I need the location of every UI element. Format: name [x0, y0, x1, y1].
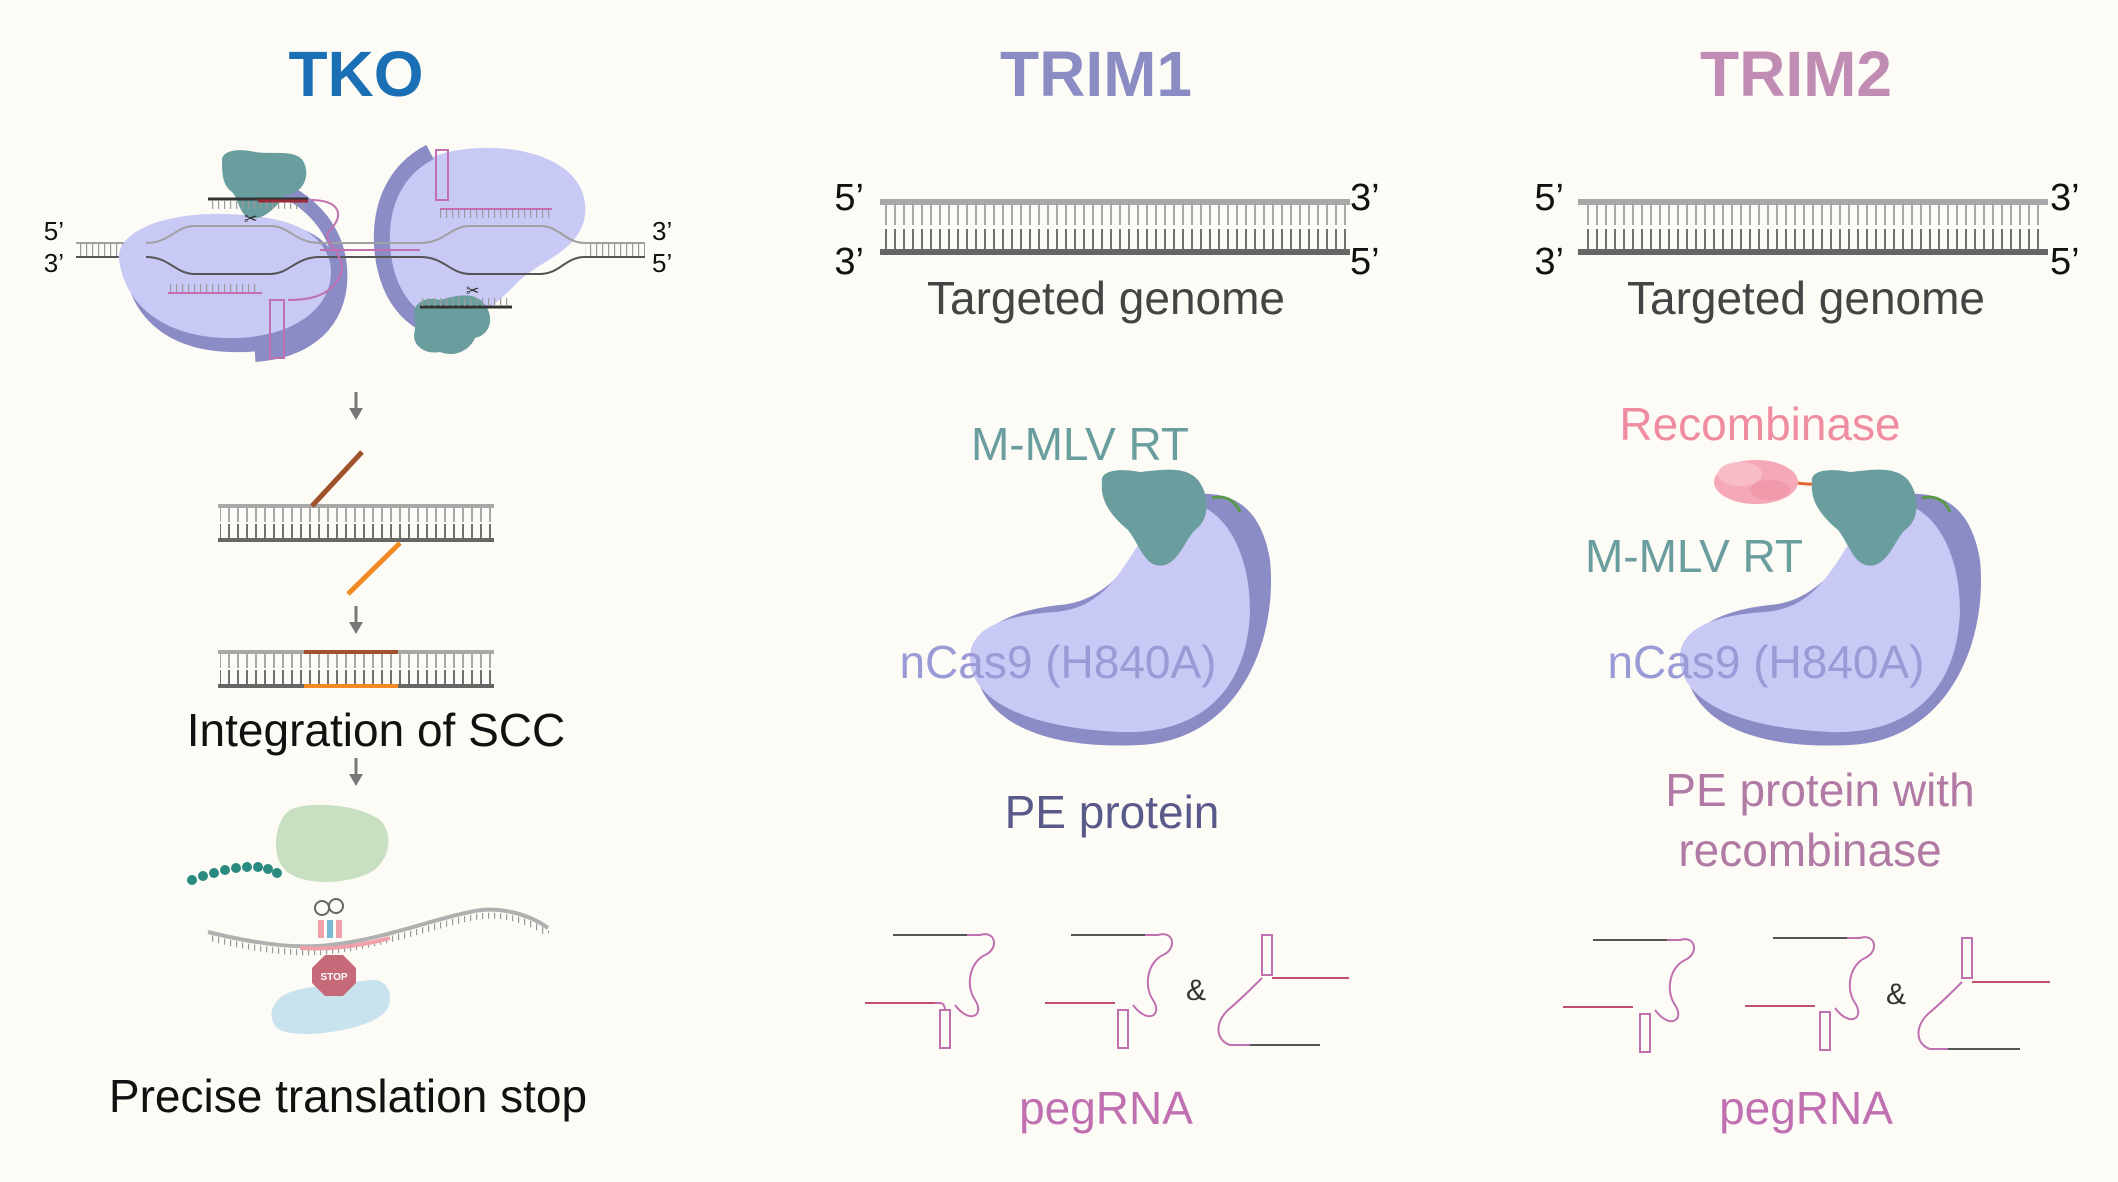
tko-end-3-left: 3’	[44, 248, 64, 278]
trim2-end-3-left: 3’	[1534, 241, 1564, 283]
trim2-end-5-left: 5’	[1534, 177, 1564, 219]
arrow-down-icon	[349, 606, 363, 634]
trim1-end-3-right: 3’	[1350, 177, 1380, 219]
trim1-genome-dna	[880, 199, 1350, 255]
trim1-pegrna-label: pegRNA	[1019, 1082, 1193, 1134]
trim2-end-5-right: 5’	[2050, 241, 2080, 283]
tko-complex-diagram: ✂ ✂	[76, 144, 645, 362]
tko-end-5-left: 5’	[44, 216, 64, 246]
trim2-genome-label: Targeted genome	[1627, 272, 1985, 324]
trim1-pe-protein	[969, 469, 1272, 746]
trim1-end-5-right: 5’	[1350, 241, 1380, 283]
trim2-title: TRIM2	[1700, 38, 1892, 110]
ribosome-translation-diagram	[187, 804, 550, 1034]
trim1-rt-label: M-MLV RT	[971, 418, 1189, 470]
tko-dna-integrated	[218, 650, 494, 688]
scissors-icon: ✂	[244, 211, 257, 228]
trim2-pegrna-label: pegRNA	[1719, 1082, 1893, 1134]
trim2-end-3-right: 3’	[2050, 177, 2080, 219]
trim2-pe-protein	[1679, 469, 1982, 746]
tko-result-label: Precise translation stop	[109, 1070, 587, 1122]
trim2-rt-label: M-MLV RT	[1585, 530, 1803, 582]
scissors-icon: ✂	[466, 283, 479, 300]
trim1-ampersand: &	[1186, 974, 1206, 1007]
trim1-protein-label: PE protein	[1005, 786, 1220, 838]
arrow-down-icon	[349, 758, 363, 786]
trim1-title: TRIM1	[1000, 38, 1192, 110]
trim2-protein-label-line2: recombinase	[1678, 824, 1941, 876]
tko-integration-label: Integration of SCC	[187, 704, 565, 756]
trim1-genome-label: Targeted genome	[927, 272, 1285, 324]
trim1-pegrna-diagram	[865, 933, 1349, 1049]
trim1-cas9-label: nCas9 (H840A)	[899, 636, 1216, 688]
stop-sign-label: STOP	[320, 972, 347, 983]
trim2-recombinase-label: Recombinase	[1619, 398, 1900, 450]
trim2-cas9-label: nCas9 (H840A)	[1607, 636, 1924, 688]
trim1-end-5-left: 5’	[834, 177, 864, 219]
trim2-genome-dna	[1578, 199, 2048, 255]
trim2-ampersand: &	[1886, 978, 1906, 1011]
trim2-pegrna-diagram	[1563, 936, 2050, 1053]
arrow-down-icon	[349, 392, 363, 420]
tko-end-5-right: 5’	[652, 248, 672, 278]
tko-title: TKO	[288, 38, 423, 110]
tko-dna-intermediate	[218, 450, 494, 596]
tko-end-3-right: 3’	[652, 216, 672, 246]
trim1-end-3-left: 3’	[834, 241, 864, 283]
trim2-protein-label-line1: PE protein with	[1665, 764, 1974, 816]
recombinase-icon	[1714, 460, 1798, 504]
